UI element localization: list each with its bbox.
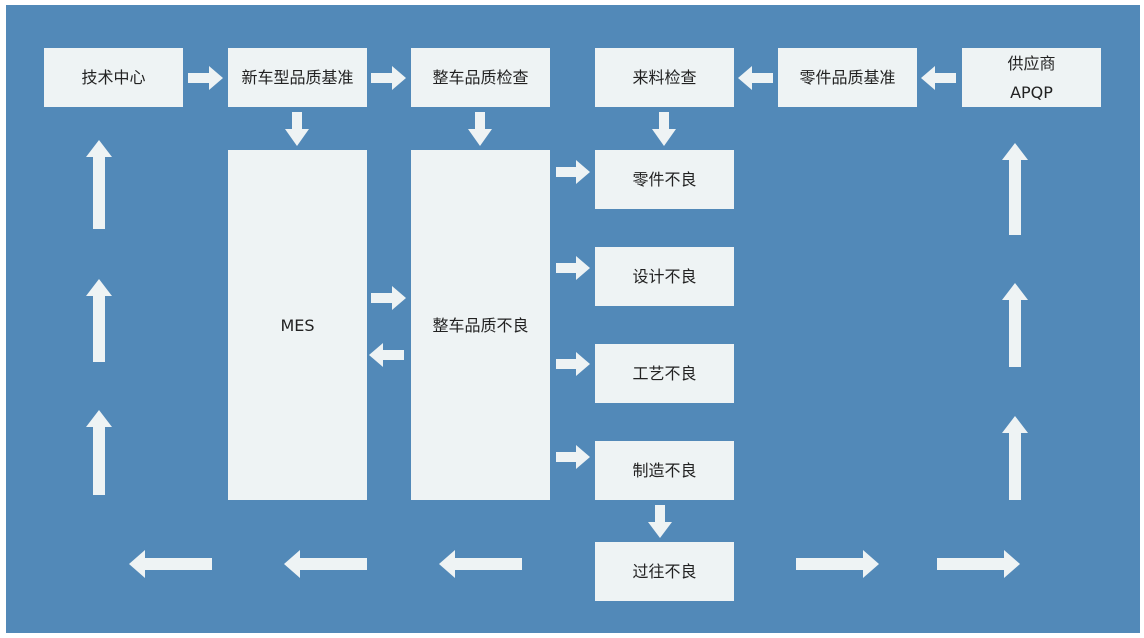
arrow-down-icon (648, 505, 672, 538)
box-vehicle-inspection: 整车品质检查 (411, 48, 550, 107)
box-label: 新车型品质基准 (241, 68, 354, 87)
box-in-transit-defect: 过往不良 (595, 542, 734, 601)
arrow-down-icon (652, 112, 676, 146)
box-label: 零件不良 (632, 170, 697, 189)
arrow-right-icon (796, 550, 879, 578)
arrow-left-icon (284, 550, 367, 578)
arrow-up-icon (86, 410, 112, 495)
arrow-left-icon (129, 550, 212, 578)
box-tech-center: 技术中心 (44, 48, 183, 107)
box-vehicle-defect: 整车品质不良 (411, 150, 550, 500)
box-parts-standard: 零件品质基准 (778, 48, 917, 107)
flow-diagram: 技术中心 新车型品质基准 整车品质检查 来料检查 零件品质基准 供应商 APQP… (6, 5, 1140, 633)
box-mes: MES (228, 150, 367, 500)
arrow-up-icon (86, 279, 112, 362)
box-parts-defect: 零件不良 (595, 150, 734, 209)
box-label: MES (280, 315, 315, 335)
box-label: 技术中心 (81, 68, 146, 87)
box-supplier-apqp: 供应商 APQP (962, 48, 1101, 107)
box-manufacturing-defect: 制造不良 (595, 441, 734, 500)
box-label: 工艺不良 (632, 364, 697, 383)
arrow-right-icon (556, 160, 590, 184)
arrow-down-icon (285, 112, 309, 146)
box-incoming-inspection: 来料检查 (595, 48, 734, 107)
arrow-right-icon (556, 256, 590, 280)
box-label: 整车品质检查 (432, 68, 529, 87)
arrow-right-icon (937, 550, 1020, 578)
arrow-right-icon (556, 352, 590, 376)
arrow-up-icon (1002, 143, 1028, 235)
arrow-left-icon (439, 550, 522, 578)
arrow-left-icon (369, 343, 404, 367)
arrow-layer (86, 66, 1028, 578)
box-label: 整车品质不良 (432, 315, 529, 335)
box-design-defect: 设计不良 (595, 247, 734, 306)
arrow-right-icon (371, 66, 406, 90)
box-label: 零件品质基准 (799, 68, 896, 87)
arrow-left-icon (738, 66, 773, 90)
box-label: 设计不良 (632, 267, 697, 286)
box-label: 供应商 APQP (1007, 53, 1056, 102)
arrow-right-icon (188, 66, 223, 90)
box-label: 制造不良 (632, 461, 697, 480)
arrow-up-icon (86, 140, 112, 229)
arrow-right-icon (371, 286, 406, 310)
box-new-model-standard: 新车型品质基准 (228, 48, 367, 107)
arrow-left-icon (921, 66, 956, 90)
box-process-defect: 工艺不良 (595, 344, 734, 403)
arrow-right-icon (556, 445, 590, 469)
arrow-down-icon (468, 112, 492, 146)
box-label: 过往不良 (632, 562, 697, 581)
arrow-up-icon (1002, 283, 1028, 367)
box-label: 来料检查 (632, 68, 697, 87)
arrow-up-icon (1002, 416, 1028, 500)
